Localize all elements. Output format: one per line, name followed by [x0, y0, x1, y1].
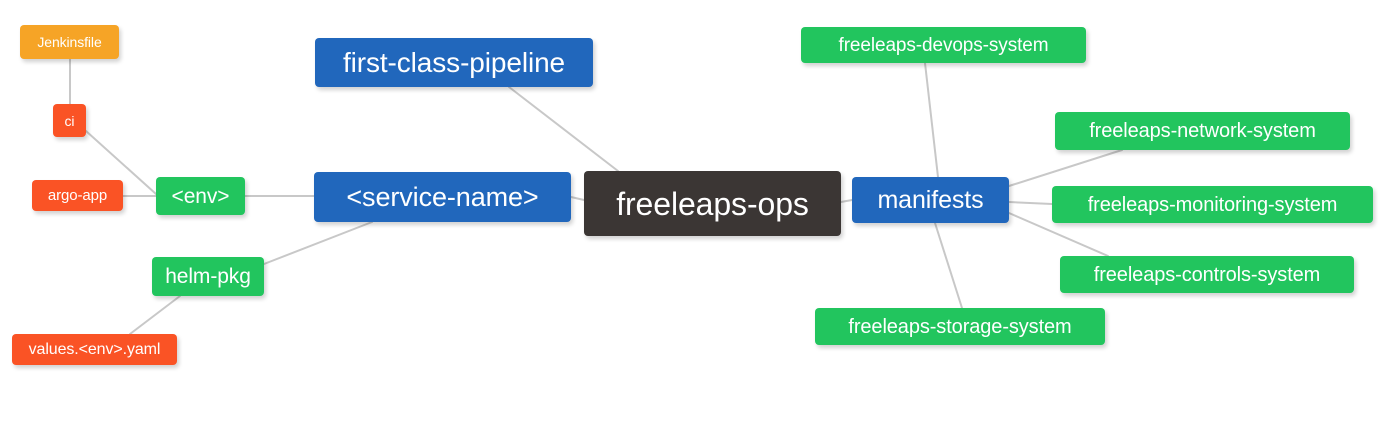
node-service-name[interactable]: <service-name> [314, 172, 571, 222]
edge-manifests-to-freeleaps-monitoring-system [1008, 201, 1053, 205]
node-label-freeleaps-ops: freeleaps-ops [616, 185, 809, 222]
node-label-manifests: manifests [877, 185, 984, 214]
edge-manifests-to-freeleaps-network-system [1008, 149, 1123, 187]
edge-helm-pkg-to-values-env-yaml [129, 295, 181, 335]
node-label-env: <env> [171, 184, 230, 208]
node-values-env-yaml[interactable]: values.<env>.yaml [12, 334, 177, 365]
node-label-freeleaps-monitoring-system: freeleaps-monitoring-system [1087, 193, 1338, 216]
node-freeleaps-monitoring-system[interactable]: freeleaps-monitoring-system [1052, 186, 1373, 223]
node-freeleaps-network-system[interactable]: freeleaps-network-system [1055, 112, 1350, 150]
node-label-service-name: <service-name> [346, 181, 539, 212]
node-freeleaps-ops[interactable]: freeleaps-ops [584, 171, 841, 236]
node-label-freeleaps-network-system: freeleaps-network-system [1089, 120, 1316, 142]
node-label-freeleaps-storage-system: freeleaps-storage-system [848, 315, 1072, 338]
node-label-values-env-yaml: values.<env>.yaml [28, 340, 161, 358]
edge-service-name-to-freeleaps-ops [570, 196, 585, 201]
node-label-freeleaps-devops-system: freeleaps-devops-system [838, 34, 1049, 56]
node-ci[interactable]: ci [53, 104, 86, 137]
edge-service-name-to-helm-pkg [263, 221, 373, 265]
edge-freeleaps-ops-to-manifests [840, 199, 853, 203]
edge-manifests-to-freeleaps-storage-system [934, 222, 963, 309]
node-label-argo-app: argo-app [47, 187, 108, 204]
node-freeleaps-controls-system[interactable]: freeleaps-controls-system [1060, 256, 1354, 293]
node-manifests[interactable]: manifests [852, 177, 1009, 223]
node-label-freeleaps-controls-system: freeleaps-controls-system [1093, 263, 1321, 286]
node-helm-pkg[interactable]: helm-pkg [152, 257, 264, 296]
node-label-helm-pkg: helm-pkg [165, 265, 251, 288]
node-label-jenkinsfile: Jenkinsfile [37, 34, 102, 50]
node-first-class-pipeline[interactable]: first-class-pipeline [315, 38, 593, 87]
node-jenkinsfile[interactable]: Jenkinsfile [20, 25, 119, 59]
node-label-first-class-pipeline: first-class-pipeline [342, 46, 566, 78]
node-freeleaps-devops-system[interactable]: freeleaps-devops-system [801, 27, 1086, 63]
edge-manifests-to-freeleaps-devops-system [924, 62, 939, 178]
node-freeleaps-storage-system[interactable]: freeleaps-storage-system [815, 308, 1105, 345]
node-env[interactable]: <env> [156, 177, 245, 215]
edge-first-class-pipeline-to-freeleaps-ops [508, 86, 619, 172]
node-argo-app[interactable]: argo-app [32, 180, 123, 211]
node-label-ci: ci [64, 112, 75, 129]
